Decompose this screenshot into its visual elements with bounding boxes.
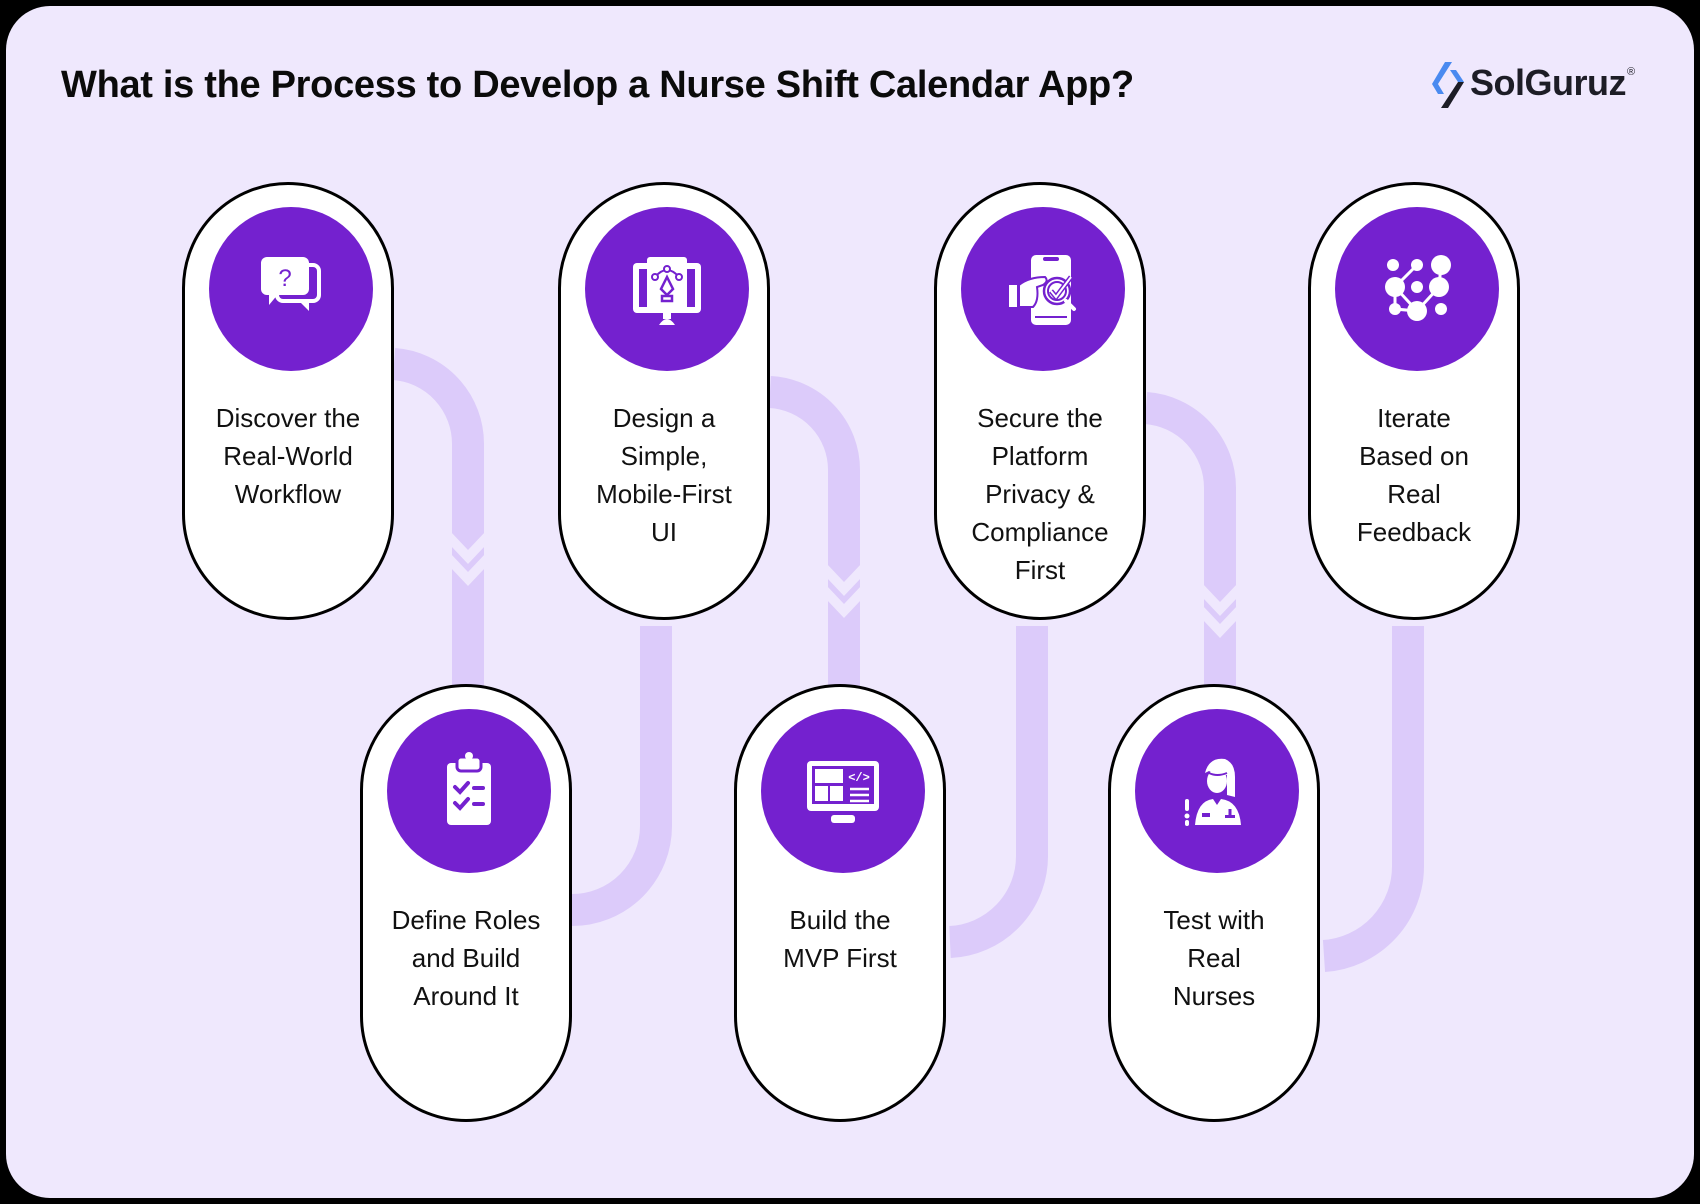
- step-card-define-roles: Define Roles and Build Around It: [360, 684, 572, 1122]
- design-monitor-pen-icon: [633, 257, 701, 325]
- brand-name: SolGuruz: [1470, 62, 1627, 103]
- svg-text:</>: </>: [848, 771, 870, 785]
- step-card-discover: ? Discover the Real-World Workflow: [182, 182, 394, 620]
- step-card-secure-platform: Secure the Platform Privacy & Compliance…: [934, 182, 1146, 620]
- step-card-iterate: Iterate Based on Real Feedback: [1308, 182, 1520, 620]
- step-card-build-mvp: </> Build the MVP First: [734, 684, 946, 1122]
- step-icon-badge: </>: [761, 709, 925, 873]
- step-icon-badge: [1135, 709, 1299, 873]
- chat-question-icon: ?: [261, 257, 321, 311]
- step-label: Test with Real Nurses: [1163, 905, 1265, 1011]
- step-icon-badge: [1335, 207, 1499, 371]
- process-connectors: [392, 348, 1425, 972]
- step-card-test-nurses: Test with Real Nurses: [1108, 684, 1320, 1122]
- step-label: Secure the Platform Privacy & Compliance…: [971, 403, 1109, 585]
- registered-mark: ®: [1627, 66, 1636, 78]
- step-icon-badge: [961, 207, 1125, 371]
- code-monitor-icon: </>: [807, 761, 879, 823]
- step-card-design-ui: Design a Simple, Mobile-First UI: [558, 182, 770, 620]
- brand-logo: SolGuruz ®: [1428, 56, 1635, 110]
- step-icon-badge: ?: [209, 207, 373, 371]
- step-label: Iterate Based on Real Feedback: [1356, 403, 1472, 547]
- step-icon-badge: [585, 207, 749, 371]
- step-icon-badge: [387, 709, 551, 873]
- page-title: What is the Process to Develop a Nurse S…: [61, 64, 1134, 106]
- solguruz-logo-icon: [1432, 62, 1464, 108]
- step-label: Design a Simple, Mobile-First UI: [596, 403, 732, 547]
- step-label: Define Roles and Build Around It: [391, 905, 541, 1011]
- network-nodes-icon: [1385, 255, 1451, 321]
- step-label: Discover the Real-World Workflow: [215, 403, 361, 509]
- step-label: Build the MVP First: [783, 905, 897, 973]
- secure-phone-check-icon: [1009, 255, 1076, 325]
- clipboard-checklist-icon: [447, 752, 491, 825]
- infographic-canvas: What is the Process to Develop a Nurse S…: [6, 6, 1694, 1198]
- nurse-icon: [1184, 758, 1241, 826]
- svg-text:?: ?: [278, 265, 291, 292]
